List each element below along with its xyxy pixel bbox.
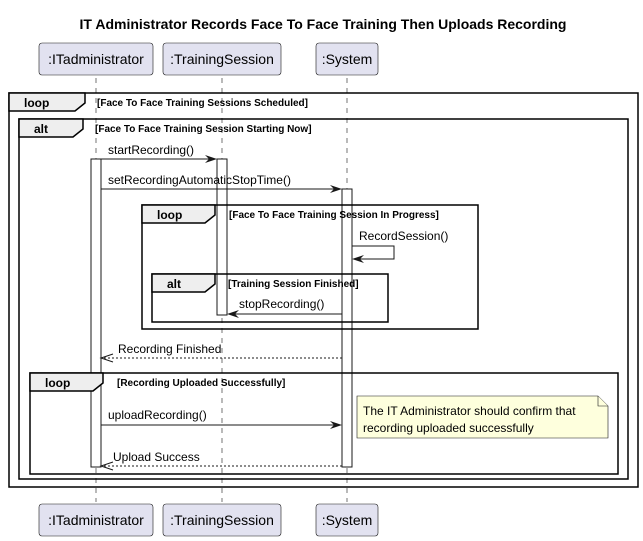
fragment-keyword: alt bbox=[34, 122, 48, 136]
fragment-keyword: loop bbox=[24, 96, 49, 110]
arrow-head bbox=[205, 155, 217, 163]
message-label: Recording Finished bbox=[118, 342, 221, 356]
fragment-condition: [Training Session Finished] bbox=[228, 279, 359, 290]
arrow-head bbox=[330, 421, 342, 429]
participant-bottom-system[interactable]: :System bbox=[315, 503, 379, 537]
note-confirm-upload: The IT Administrator should confirm that… bbox=[356, 395, 609, 439]
message-start-recording: startRecording() bbox=[101, 143, 217, 163]
fragment-condition: [Face To Face Training Session Starting … bbox=[95, 124, 312, 135]
participant-label: :ITadministrator bbox=[48, 512, 144, 528]
arrow-head bbox=[352, 255, 364, 263]
participant-bottom-itadministrator[interactable]: :ITadministrator bbox=[38, 503, 154, 537]
fragment-loop-in-progress: loop [Face To Face Training Session In P… bbox=[141, 204, 479, 330]
message-label: RecordSession() bbox=[359, 229, 448, 243]
message-label: setRecordingAutomaticStopTime() bbox=[108, 173, 291, 187]
note-line: The IT Administrator should confirm that bbox=[363, 404, 576, 418]
fragment-loop-upload: loop [Recording Uploaded Successfully] bbox=[29, 372, 619, 475]
note-line: recording uploaded successfully bbox=[363, 421, 534, 435]
message-label: startRecording() bbox=[108, 143, 194, 157]
participant-label: :System bbox=[322, 51, 373, 67]
message-recording-finished: Recording Finished bbox=[99, 342, 342, 363]
arrow-head bbox=[330, 185, 342, 193]
arrow-head bbox=[99, 353, 114, 363]
participant-label: :System bbox=[322, 512, 373, 528]
message-upload-recording: uploadRecording() bbox=[101, 408, 342, 429]
fragment-loop-sessions-scheduled: loop [Face To Face Training Sessions Sch… bbox=[8, 92, 639, 488]
message-record-session: RecordSession() bbox=[352, 229, 448, 263]
fragment-condition: [Recording Uploaded Successfully] bbox=[117, 378, 285, 389]
fragment-condition: [Face To Face Training Sessions Schedule… bbox=[97, 98, 308, 109]
message-stop-recording: stopRecording() bbox=[227, 297, 342, 318]
participant-label: :TrainingSession bbox=[170, 51, 274, 67]
activation-system bbox=[341, 188, 353, 468]
message-label: stopRecording() bbox=[239, 297, 324, 311]
fragment-alt-session-finished: alt [Training Session Finished] bbox=[151, 273, 389, 323]
message-label: uploadRecording() bbox=[108, 408, 207, 422]
arrow-head bbox=[99, 461, 114, 471]
participant-top-system[interactable]: :System bbox=[315, 42, 379, 76]
message-set-stop-time: setRecordingAutomaticStopTime() bbox=[101, 173, 342, 193]
message-label: Upload Success bbox=[113, 450, 200, 464]
fragment-keyword: alt bbox=[167, 277, 181, 291]
diagram-title: IT Administrator Records Face To Face Tr… bbox=[80, 16, 567, 32]
fragment-keyword: loop bbox=[45, 376, 70, 390]
activation-trainingsession bbox=[216, 158, 228, 316]
fragment-condition: [Face To Face Training Session In Progre… bbox=[229, 210, 439, 221]
participant-top-itadministrator[interactable]: :ITadministrator bbox=[38, 42, 154, 76]
arrow-head bbox=[227, 310, 239, 318]
participant-label: :TrainingSession bbox=[170, 512, 274, 528]
fragment-alt-session-starting: alt [Face To Face Training Session Start… bbox=[18, 118, 629, 480]
participant-bottom-trainingsession[interactable]: :TrainingSession bbox=[162, 503, 282, 537]
fragment-keyword: loop bbox=[157, 208, 182, 222]
participant-top-trainingsession[interactable]: :TrainingSession bbox=[162, 42, 282, 76]
message-upload-success: Upload Success bbox=[99, 450, 342, 471]
participant-label: :ITadministrator bbox=[48, 51, 144, 67]
activation-itadministrator bbox=[90, 158, 102, 468]
